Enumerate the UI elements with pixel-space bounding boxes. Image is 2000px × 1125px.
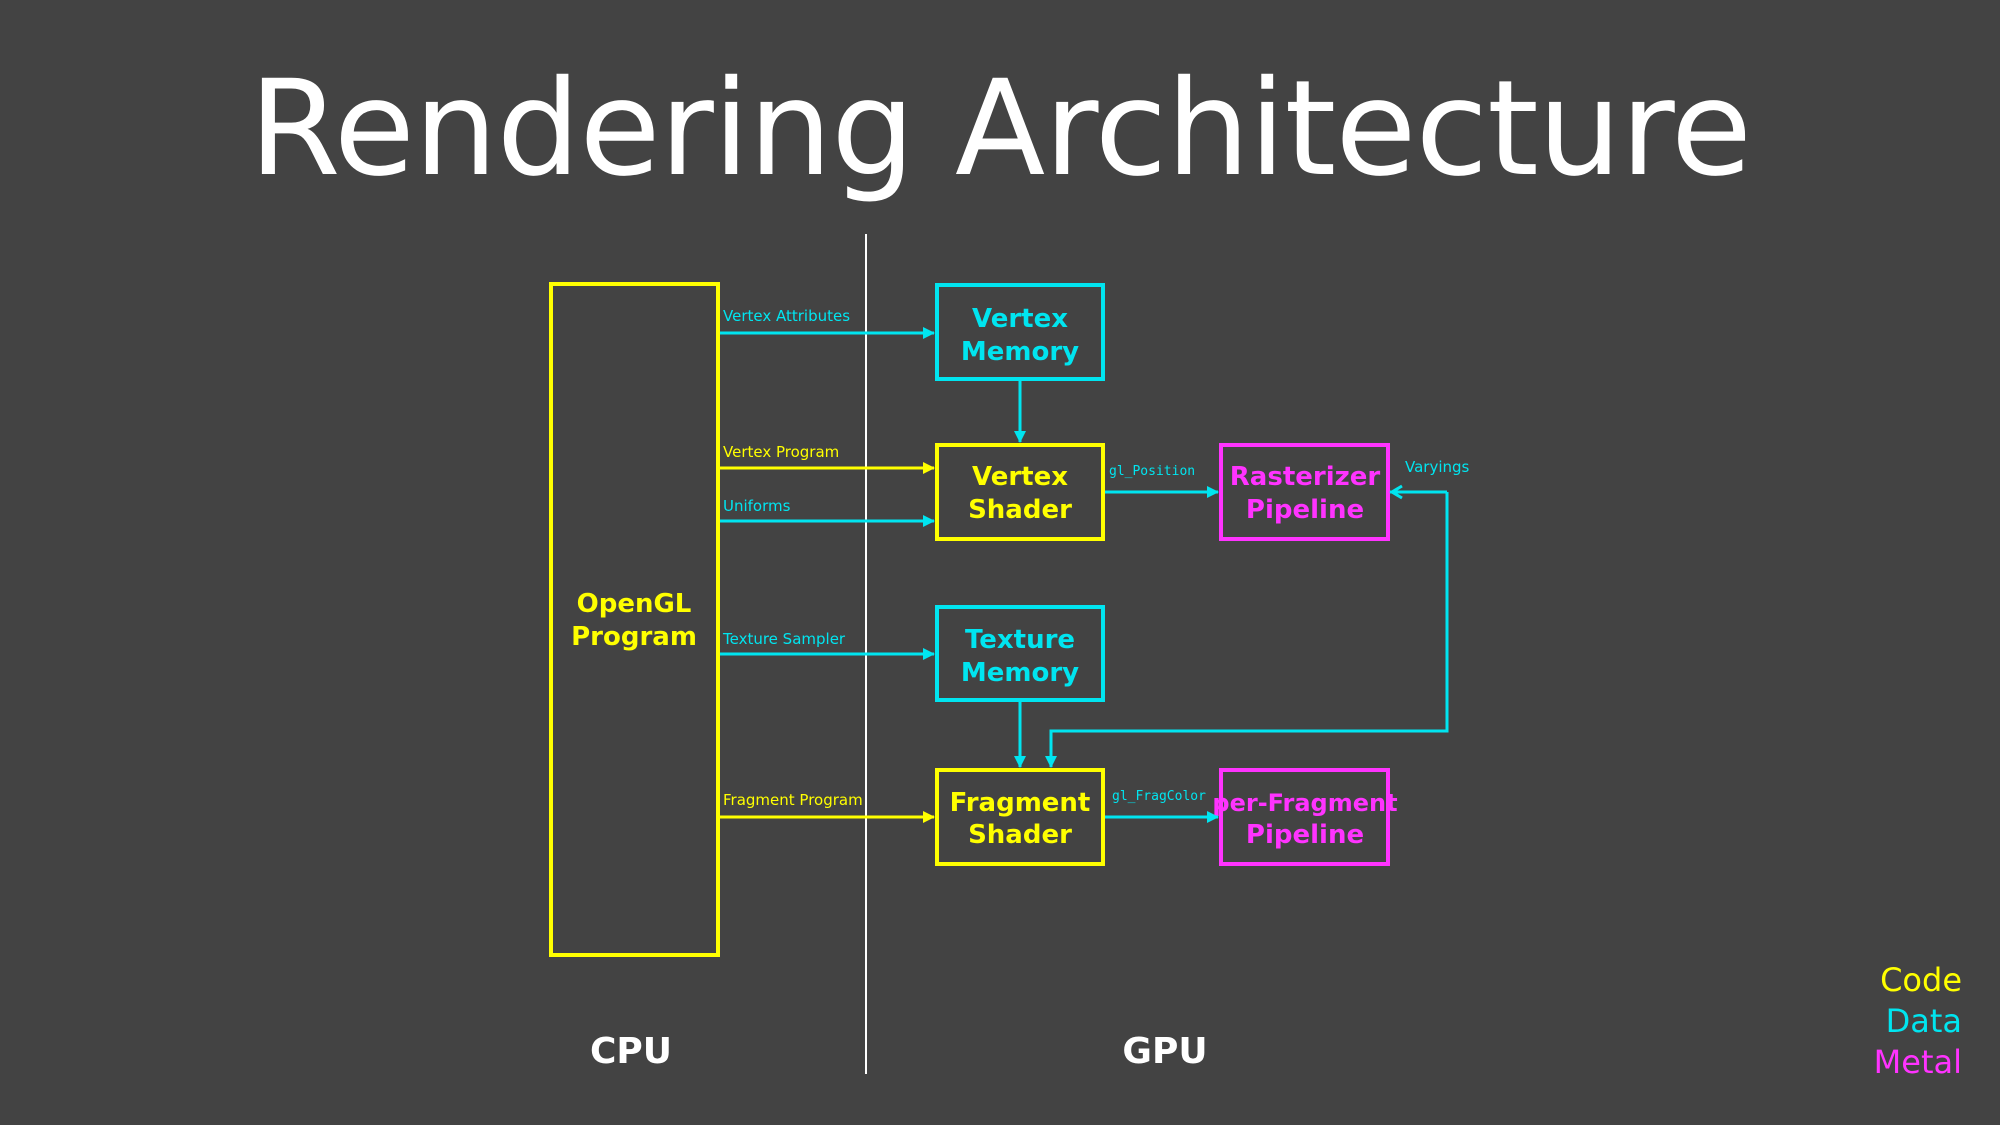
- edge-gl-fragcolor: gl_FragColor: [1105, 789, 1219, 823]
- per-fragment-pipeline-label-line1: per-Fragment: [1212, 789, 1397, 817]
- legend-code: Code: [1880, 961, 1962, 999]
- rasterizer-pipeline-box: Rasterizer Pipeline: [1219, 443, 1390, 541]
- edge-label-vertex-program: Vertex Program: [723, 443, 839, 461]
- rasterizer-pipeline-label-line2: Pipeline: [1246, 495, 1364, 525]
- edge-label-gl-fragcolor: gl_FragColor: [1112, 789, 1206, 804]
- vertex-shader-label-line2: Shader: [968, 495, 1072, 525]
- fragment-shader-box: Fragment Shader: [935, 768, 1105, 866]
- opengl-program-label-line1: OpenGL: [577, 589, 692, 619]
- texture-memory-label-line2: Memory: [961, 658, 1079, 688]
- legend: Code Data Metal: [1874, 960, 1962, 1083]
- edge-label-varyings: Varyings: [1405, 458, 1470, 476]
- edge-label-uniforms: Uniforms: [723, 497, 791, 515]
- edge-label-vertex-attributes: Vertex Attributes: [723, 307, 850, 325]
- edge-label-gl-position: gl_Position: [1109, 464, 1195, 479]
- texture-memory-box: Texture Memory: [935, 605, 1105, 702]
- opengl-program-label-line2: Program: [571, 622, 697, 652]
- per-fragment-pipeline-box: per-Fragment Pipeline: [1212, 768, 1398, 866]
- legend-data: Data: [1885, 1002, 1962, 1040]
- vertex-shader-box: Vertex Shader: [935, 443, 1105, 541]
- opengl-program-box: OpenGL Program: [549, 282, 720, 957]
- edge-vertex-attributes: Vertex Attributes: [720, 307, 935, 339]
- vertex-shader-label-line1: Vertex: [972, 462, 1068, 492]
- edge-label-fragment-program: Fragment Program: [723, 791, 863, 809]
- cpu-section-label: CPU: [590, 1031, 672, 1072]
- gpu-section-label: GPU: [1122, 1031, 1207, 1072]
- slide-title: Rendering Architecture: [248, 52, 1752, 206]
- edge-gl-position: gl_Position: [1105, 464, 1219, 498]
- fragment-shader-label-line1: Fragment: [950, 788, 1091, 818]
- vertex-memory-label-line1: Vertex: [972, 304, 1068, 334]
- fragment-shader-label-line2: Shader: [968, 820, 1072, 850]
- edge-vertex-program: Vertex Program: [720, 443, 935, 474]
- edge-fragment-program: Fragment Program: [720, 791, 935, 823]
- edge-uniforms: Uniforms: [720, 497, 935, 527]
- vertex-memory-box: Vertex Memory: [935, 283, 1105, 381]
- vertex-memory-label-line2: Memory: [961, 337, 1079, 367]
- legend-metal: Metal: [1873, 1043, 1962, 1081]
- edge-varyings: Varyings: [1045, 458, 1470, 768]
- edge-texture-sampler: Texture Sampler: [720, 630, 935, 660]
- rasterizer-pipeline-label-line1: Rasterizer: [1230, 462, 1381, 492]
- edge-label-texture-sampler: Texture Sampler: [722, 630, 846, 648]
- texture-memory-label-line1: Texture: [965, 625, 1075, 655]
- per-fragment-pipeline-label-line2: Pipeline: [1246, 820, 1364, 850]
